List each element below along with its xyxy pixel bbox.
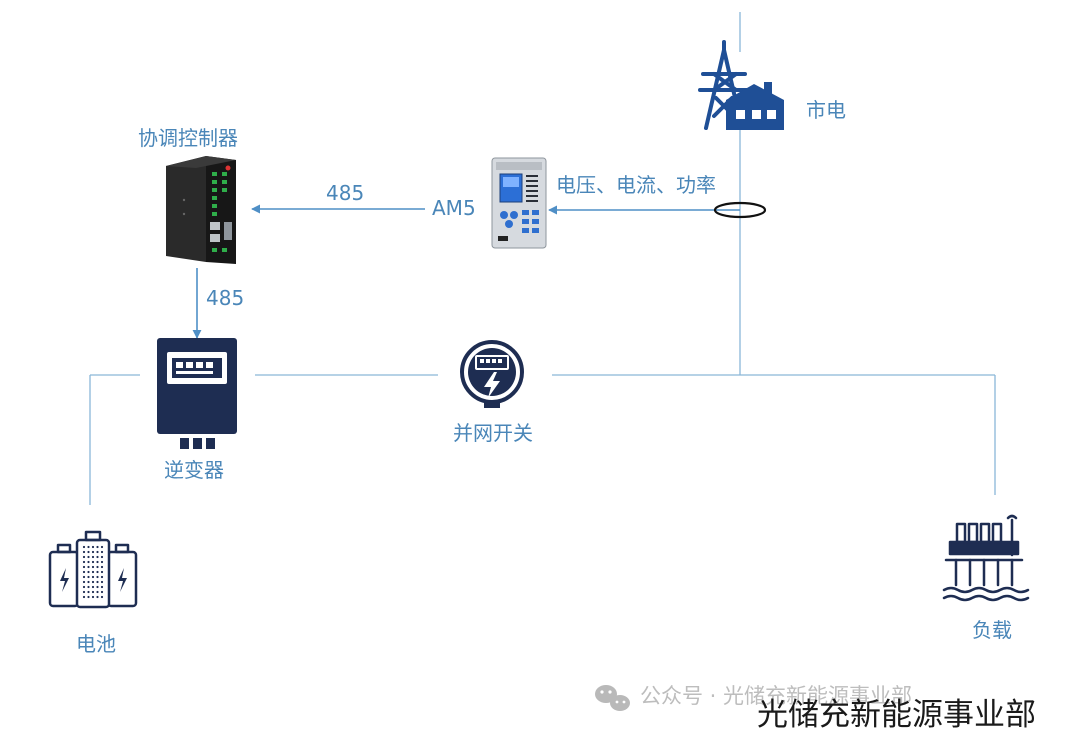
battery-dot: [91, 570, 95, 574]
inverter-icon: [157, 338, 237, 449]
battery-dot: [100, 565, 104, 569]
factory-load-icon: [942, 514, 1030, 602]
house-icon: [726, 82, 784, 130]
battery-dot: [100, 580, 104, 584]
battery-dot: [91, 580, 95, 584]
battery-dot: [91, 565, 95, 569]
battery-dot: [82, 570, 86, 574]
battery-label: 电池: [76, 632, 116, 656]
battery-dot: [91, 590, 95, 594]
battery-dot: [82, 585, 86, 589]
battery-dot: [82, 595, 86, 599]
controller-meter-link-label: 485: [326, 181, 365, 205]
battery-dot: [82, 575, 86, 579]
wechat-watermark-text: 公众号 · 光储充新能源事业部: [640, 684, 913, 708]
battery-dot: [96, 565, 99, 569]
battery-dot: [82, 590, 86, 594]
battery-dot: [96, 590, 99, 594]
battery-dot: [87, 560, 90, 564]
battery-pack-icon: [48, 530, 138, 609]
battery-dot: [91, 585, 95, 589]
meter-model-label: AM5: [432, 196, 476, 220]
battery-dot: [100, 575, 104, 579]
battery-dot: [91, 545, 95, 549]
battery-dot: [100, 595, 104, 599]
battery-dot: [100, 550, 104, 554]
battery-dot: [91, 560, 95, 564]
battery-dot: [96, 585, 99, 589]
battery-dot: [100, 585, 104, 589]
battery-dot: [96, 595, 99, 599]
battery-dot: [87, 585, 90, 589]
battery-dot: [96, 570, 99, 574]
battery-dot: [96, 575, 99, 579]
battery-dot: [82, 545, 86, 549]
battery-dot: [100, 570, 104, 574]
battery-dot: [87, 570, 90, 574]
controller-label: 协调控制器: [138, 126, 238, 150]
battery-dot: [87, 545, 90, 549]
grid-switch-label: 并网开关: [453, 421, 533, 445]
battery-dot: [100, 590, 104, 594]
battery-dot: [87, 590, 90, 594]
battery-dot: [96, 555, 99, 559]
battery-dot: [100, 555, 104, 559]
load-label: 负载: [972, 618, 1012, 642]
arrows: [192, 204, 740, 339]
overlay-watermark-text: 光储充新能源事业部: [757, 697, 1036, 733]
wechat-icon: [595, 685, 630, 711]
battery-dot: [82, 565, 86, 569]
battery-dot: [91, 555, 95, 559]
battery-dot: [87, 580, 90, 584]
battery-dot: [100, 545, 104, 549]
grid-label: 市电: [806, 98, 846, 122]
battery-dot: [82, 550, 86, 554]
battery-dot: [96, 545, 99, 549]
battery-dot: [87, 595, 90, 599]
grid-switch-meter-icon: [460, 340, 524, 408]
battery-dot: [82, 555, 86, 559]
battery-dot: [96, 580, 99, 584]
battery-dot: [87, 575, 90, 579]
wiring: [89, 12, 996, 505]
battery-dot: [82, 580, 86, 584]
battery-center-dots: [82, 545, 104, 599]
battery-dot: [82, 560, 86, 564]
battery-dot: [87, 555, 90, 559]
battery-dot: [91, 595, 95, 599]
battery-dot: [91, 550, 95, 554]
inverter-label: 逆变器: [164, 458, 224, 482]
battery-dot: [91, 575, 95, 579]
battery-dot: [96, 550, 99, 554]
battery-dot: [87, 550, 90, 554]
measurements-label: 电压、电流、功率: [556, 173, 716, 197]
am5-meter-device: [491, 157, 547, 249]
battery-dot: [100, 560, 104, 564]
battery-dot: [87, 565, 90, 569]
battery-dot: [96, 560, 99, 564]
current-transformer-icon: [713, 201, 767, 219]
coordination-controller-device: [166, 156, 236, 264]
controller-inverter-link-label: 485: [206, 286, 245, 310]
